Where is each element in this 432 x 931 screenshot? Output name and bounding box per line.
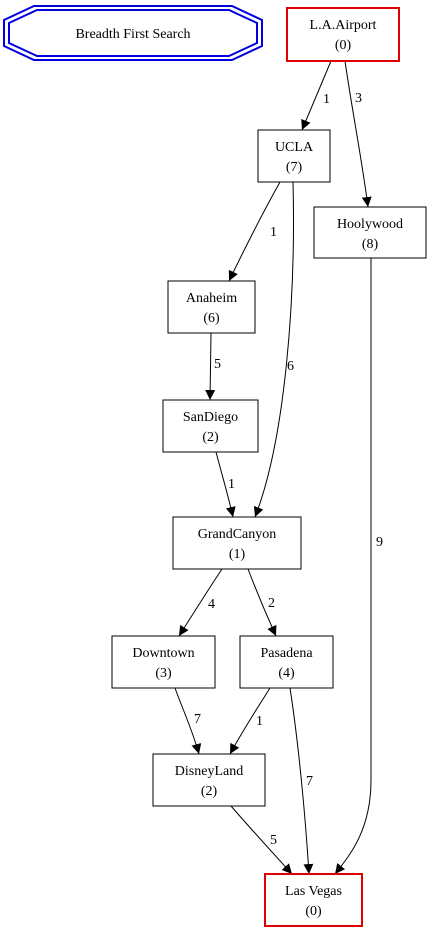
edge-pasadena-disneyland: 1 <box>229 687 271 755</box>
node-name: Pasadena <box>260 646 313 661</box>
node-name: Las Vegas <box>285 884 342 899</box>
edge-la_airport-hoolywood: 3 <box>344 60 372 208</box>
edge-weight-label: 1 <box>256 714 263 729</box>
edge-line <box>228 181 281 282</box>
node-value: (2) <box>202 430 219 445</box>
node-lasvegas: Las Vegas (0) <box>264 873 363 927</box>
nodes-layer: L.A.Airport (0) UCLA (7) Hoolywood (8) Anaheim… <box>111 7 427 927</box>
edge-weight-label: 6 <box>287 359 294 374</box>
node-box <box>286 7 400 62</box>
edge-grandcanyon-downtown: 4 <box>178 568 223 637</box>
edge-weight-label: 4 <box>208 597 215 612</box>
edges-layer: 1 3 1 6 9 5 1 4 2 7 1 7 5 <box>174 60 383 875</box>
node-disneyland: DisneyLand (2) <box>152 753 266 807</box>
edge-ucla-grandcanyon: 6 <box>253 181 294 518</box>
node-anaheim: Anaheim (6) <box>167 280 256 334</box>
node-downtown: Downtown (3) <box>111 635 216 689</box>
edge-weight-label: 7 <box>306 774 313 789</box>
edge-downtown-disneyland: 7 <box>174 687 202 755</box>
edge-line <box>174 687 202 755</box>
edge-line <box>205 332 216 401</box>
node-name: UCLA <box>275 140 314 155</box>
node-ucla: UCLA (7) <box>257 129 331 183</box>
edge-pasadena-lasvegas: 7 <box>289 687 314 875</box>
edge-line <box>230 805 293 875</box>
node-box <box>162 399 259 453</box>
node-value: (0) <box>335 38 352 53</box>
edge-weight-label: 9 <box>376 535 383 550</box>
node-name: Anaheim <box>186 291 237 306</box>
edge-line <box>253 181 294 518</box>
title-outer-border <box>3 5 263 61</box>
title-inner-border <box>8 9 258 57</box>
edge-line <box>247 568 277 637</box>
edge-line <box>289 687 314 875</box>
edge-line <box>229 687 271 755</box>
edge-weight-label: 1 <box>323 92 330 107</box>
edge-grandcanyon-pasadena: 2 <box>247 568 277 637</box>
node-name: L.A.Airport <box>310 18 377 33</box>
node-box <box>167 280 256 334</box>
node-name: Downtown <box>132 646 194 661</box>
edge-hoolywood-lasvegas: 9 <box>334 257 383 875</box>
node-box <box>152 753 266 807</box>
edge-line <box>344 60 372 208</box>
node-name: DisneyLand <box>175 764 243 779</box>
graph-title: Breadth First Search <box>75 27 190 42</box>
node-value: (3) <box>155 666 172 681</box>
title-node: Breadth First Search <box>3 5 263 61</box>
edge-ucla-anaheim: 1 <box>228 181 281 282</box>
edge-weight-label: 7 <box>194 712 201 727</box>
edge-weight-label: 3 <box>355 91 362 106</box>
node-pasadena: Pasadena (4) <box>239 635 334 689</box>
node-box <box>257 129 331 183</box>
node-value: (4) <box>278 666 295 681</box>
node-sandiego: SanDiego (2) <box>162 399 259 453</box>
edge-line <box>334 257 372 875</box>
node-name: GrandCanyon <box>198 527 277 542</box>
edge-anaheim-sandiego: 5 <box>205 332 221 401</box>
edge-line <box>215 451 236 518</box>
edge-weight-label: 2 <box>268 596 275 611</box>
edge-weight-label: 1 <box>228 477 235 492</box>
edge-disneyland-lasvegas: 5 <box>230 805 293 875</box>
edge-line <box>301 60 332 131</box>
node-box <box>239 635 334 689</box>
node-value: (7) <box>286 160 303 175</box>
node-box <box>313 206 427 259</box>
edge-weight-label: 1 <box>270 225 277 240</box>
node-value: (2) <box>201 784 218 799</box>
edge-weight-label: 5 <box>214 357 221 372</box>
edge-sandiego-grandcanyon: 1 <box>215 451 236 518</box>
node-hoolywood: Hoolywood (8) <box>313 206 427 259</box>
edge-weight-label: 5 <box>270 833 277 848</box>
node-grandcanyon: GrandCanyon (1) <box>172 516 302 570</box>
node-box <box>111 635 216 689</box>
node-box <box>264 873 363 927</box>
node-value: (8) <box>362 237 379 252</box>
node-la-airport: L.A.Airport (0) <box>286 7 400 62</box>
edge-la_airport-ucla: 1 <box>301 60 332 131</box>
node-box <box>172 516 302 570</box>
node-name: Hoolywood <box>337 217 403 232</box>
node-value: (1) <box>229 547 246 562</box>
node-value: (6) <box>203 311 220 326</box>
node-value: (0) <box>305 904 322 919</box>
node-name: SanDiego <box>183 410 238 425</box>
edge-line <box>178 568 223 637</box>
